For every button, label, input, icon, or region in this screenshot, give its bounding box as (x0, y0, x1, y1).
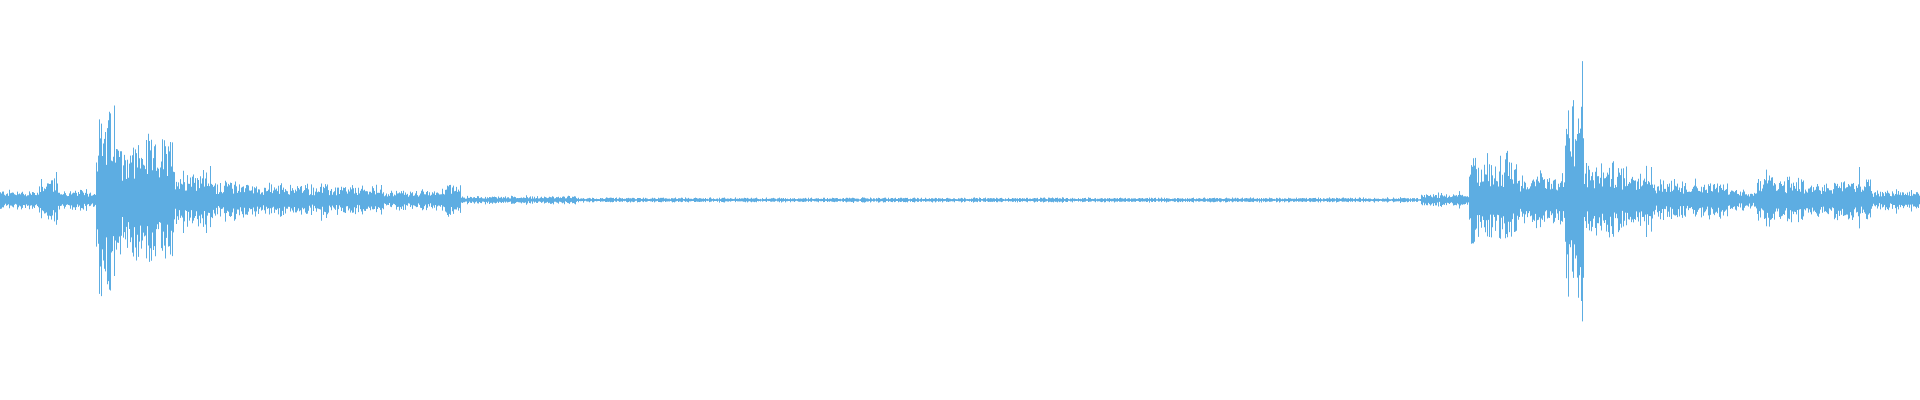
waveform-bars (0, 61, 1920, 322)
